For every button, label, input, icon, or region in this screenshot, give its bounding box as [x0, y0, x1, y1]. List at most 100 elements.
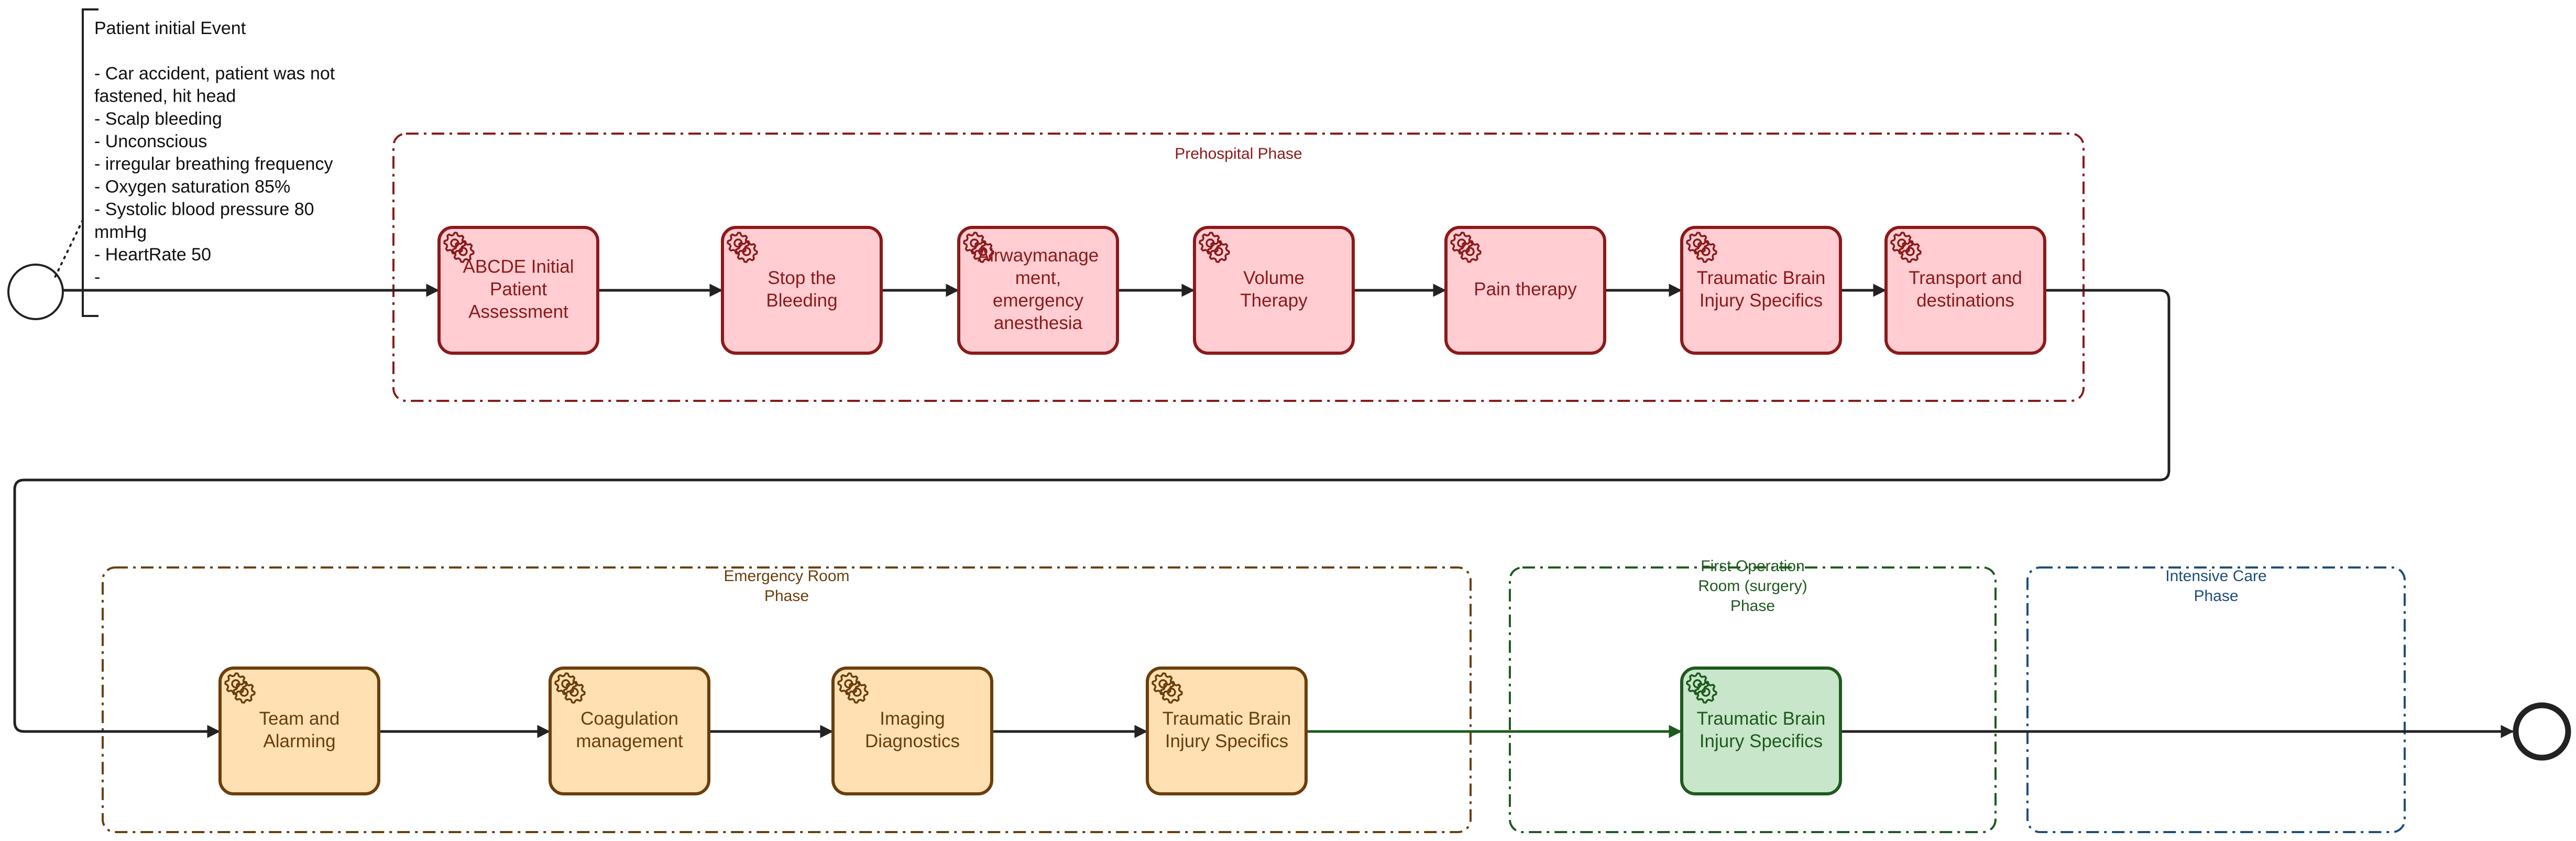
task-box [1193, 226, 1355, 355]
phase-border [1509, 566, 1997, 833]
task-box [1146, 667, 1308, 795]
task-label: Transport and [1909, 268, 2022, 288]
annotation-line: - Car accident, patient was not [94, 63, 335, 83]
gear-icon [1686, 232, 1717, 263]
phase-prehospital: Prehospital Phase [392, 133, 2085, 402]
gear-icon [1152, 672, 1183, 704]
task-label: Stop the [768, 268, 836, 288]
task-box [721, 226, 883, 355]
annotation-line: mmHg [94, 222, 147, 242]
phase-label: Emergency Room [724, 567, 849, 585]
annotation-line: - [94, 267, 100, 287]
task-box [1444, 226, 1606, 355]
annotation-line: - Unconscious [94, 132, 207, 151]
gear-icon [837, 672, 869, 704]
task-label: Alarming [263, 731, 335, 751]
gear-icon [443, 232, 475, 263]
task-box [957, 226, 1119, 355]
task-label: Traumatic Brain [1163, 708, 1291, 729]
gear-icon [224, 672, 256, 704]
task-label: Imaging [880, 708, 945, 729]
phase-border [392, 133, 2085, 402]
phase-label: Phase [764, 587, 809, 605]
gear-icon [963, 232, 994, 263]
phase-label: Intensive Care [2165, 567, 2266, 585]
gear-icon [1686, 672, 1717, 704]
gear-icon [554, 672, 586, 704]
task-box [549, 667, 710, 795]
task-label: Injury Specifics [1700, 290, 1823, 311]
start-event [7, 264, 64, 320]
task-label: Diagnostics [865, 731, 960, 751]
task-label: management [576, 731, 683, 751]
task-label: Pain therapy [1474, 279, 1577, 299]
task-label: Traumatic Brain [1697, 708, 1826, 729]
task-pain: Pain therapy [1444, 226, 1606, 355]
task-label: ment, [1015, 268, 1061, 288]
annotation-line: - Oxygen saturation 85% [94, 177, 290, 196]
sequence-flow [13, 289, 2171, 738]
phase-label: Phase [2194, 587, 2238, 605]
phase-label: Room (surgery) [1698, 577, 1807, 595]
annotation-association [52, 219, 84, 281]
task-label: Therapy [1240, 290, 1308, 311]
phase-border [2026, 566, 2406, 833]
task-label: anesthesia [994, 313, 1083, 333]
task-label: Traumatic Brain [1697, 268, 1826, 288]
task-box [437, 226, 599, 355]
task-box [218, 667, 380, 795]
task-label: destinations [1916, 290, 2014, 311]
annotation-bracket [82, 8, 98, 317]
annotation-line: fastened, hit head [94, 86, 236, 106]
end-event [2513, 702, 2571, 761]
phase-label: Prehospital Phase [1175, 145, 1302, 162]
patient-event-annotation: Patient initial Event - Car accident, pat… [52, 8, 335, 317]
task-box [831, 667, 993, 795]
phase-label: First Operation [1701, 558, 1804, 575]
task-label: Airwaymanage [978, 245, 1099, 266]
task-label: Injury Specifics [1165, 731, 1288, 751]
gear-icon [1450, 232, 1482, 263]
flow-layer [13, 283, 2514, 738]
phase-label: Phase [1730, 597, 1775, 615]
task-box [1680, 226, 1842, 355]
task-label: Assessment [468, 301, 568, 322]
task-label: Patient [490, 279, 547, 299]
task-label: Injury Specifics [1700, 731, 1823, 751]
task-label: Team and [259, 708, 340, 729]
task-label: emergency [993, 290, 1084, 311]
annotation-line: - Scalp bleeding [94, 109, 222, 129]
phase-border [102, 566, 1472, 833]
gear-icon [1890, 232, 1922, 263]
task-box [1680, 667, 1842, 795]
event-layer [7, 264, 2571, 761]
task-label: ABCDE Initial [463, 256, 574, 277]
annotation-layer: Patient initial Event - Car accident, pat… [52, 8, 335, 317]
annotation-line: - HeartRate 50 [94, 245, 211, 265]
annotation-line: Patient initial Event [94, 18, 246, 38]
task-label: Volume [1243, 268, 1305, 288]
annotation-line: - irregular breathing frequency [94, 154, 333, 174]
task-label: Coagulation [580, 708, 678, 729]
gear-icon [1199, 232, 1230, 263]
gear-icon [727, 232, 758, 263]
task-label: Bleeding [766, 290, 837, 311]
annotation-line: - Systolic blood pressure 80 [94, 200, 314, 220]
